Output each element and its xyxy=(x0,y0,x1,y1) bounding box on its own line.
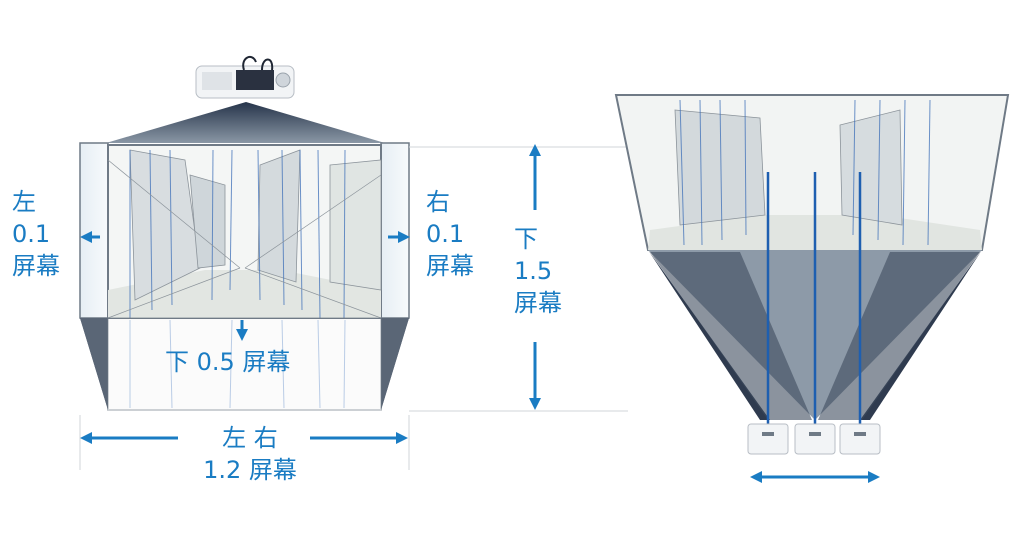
right-shift-line2: 0.1 xyxy=(426,220,465,248)
horizontal-shift-label: 左 右 1.2 屏幕 xyxy=(195,422,305,486)
main-screen xyxy=(107,144,382,319)
left-shift-area xyxy=(79,142,109,319)
right-shift-line3: 屏幕 xyxy=(426,252,474,280)
right-shift-line1: 右 xyxy=(426,188,450,216)
projection-cone xyxy=(106,102,385,143)
left-shift-line3: 屏幕 xyxy=(12,252,60,280)
horizontal-shift-line2: 1.2 屏幕 xyxy=(203,456,297,484)
right-screen xyxy=(614,94,1010,251)
projector-icon xyxy=(747,423,789,455)
vertical-shift-line3: 屏幕 xyxy=(514,289,562,317)
vertical-shift-line2: 1.5 xyxy=(514,257,553,285)
right-shift-area xyxy=(380,142,410,319)
projector-icon xyxy=(839,423,881,455)
light-rays xyxy=(766,172,862,424)
left-shift-label: 左 0.1 屏幕 xyxy=(12,186,60,282)
right-shift-label: 右 0.1 屏幕 xyxy=(426,186,474,282)
left-shift-line2: 0.1 xyxy=(12,220,51,248)
right-beams xyxy=(648,250,982,420)
left-shift-line1: 左 xyxy=(12,188,36,216)
projector-icon xyxy=(195,55,295,99)
vertical-shift-line1: 下 xyxy=(514,225,538,253)
horizontal-shift-line1: 左 右 xyxy=(222,424,278,452)
down-shift-label: 下 0.5 屏幕 xyxy=(165,348,291,376)
vertical-shift-label: 下 1.5 屏幕 xyxy=(514,223,562,319)
projector-icon xyxy=(794,423,836,455)
